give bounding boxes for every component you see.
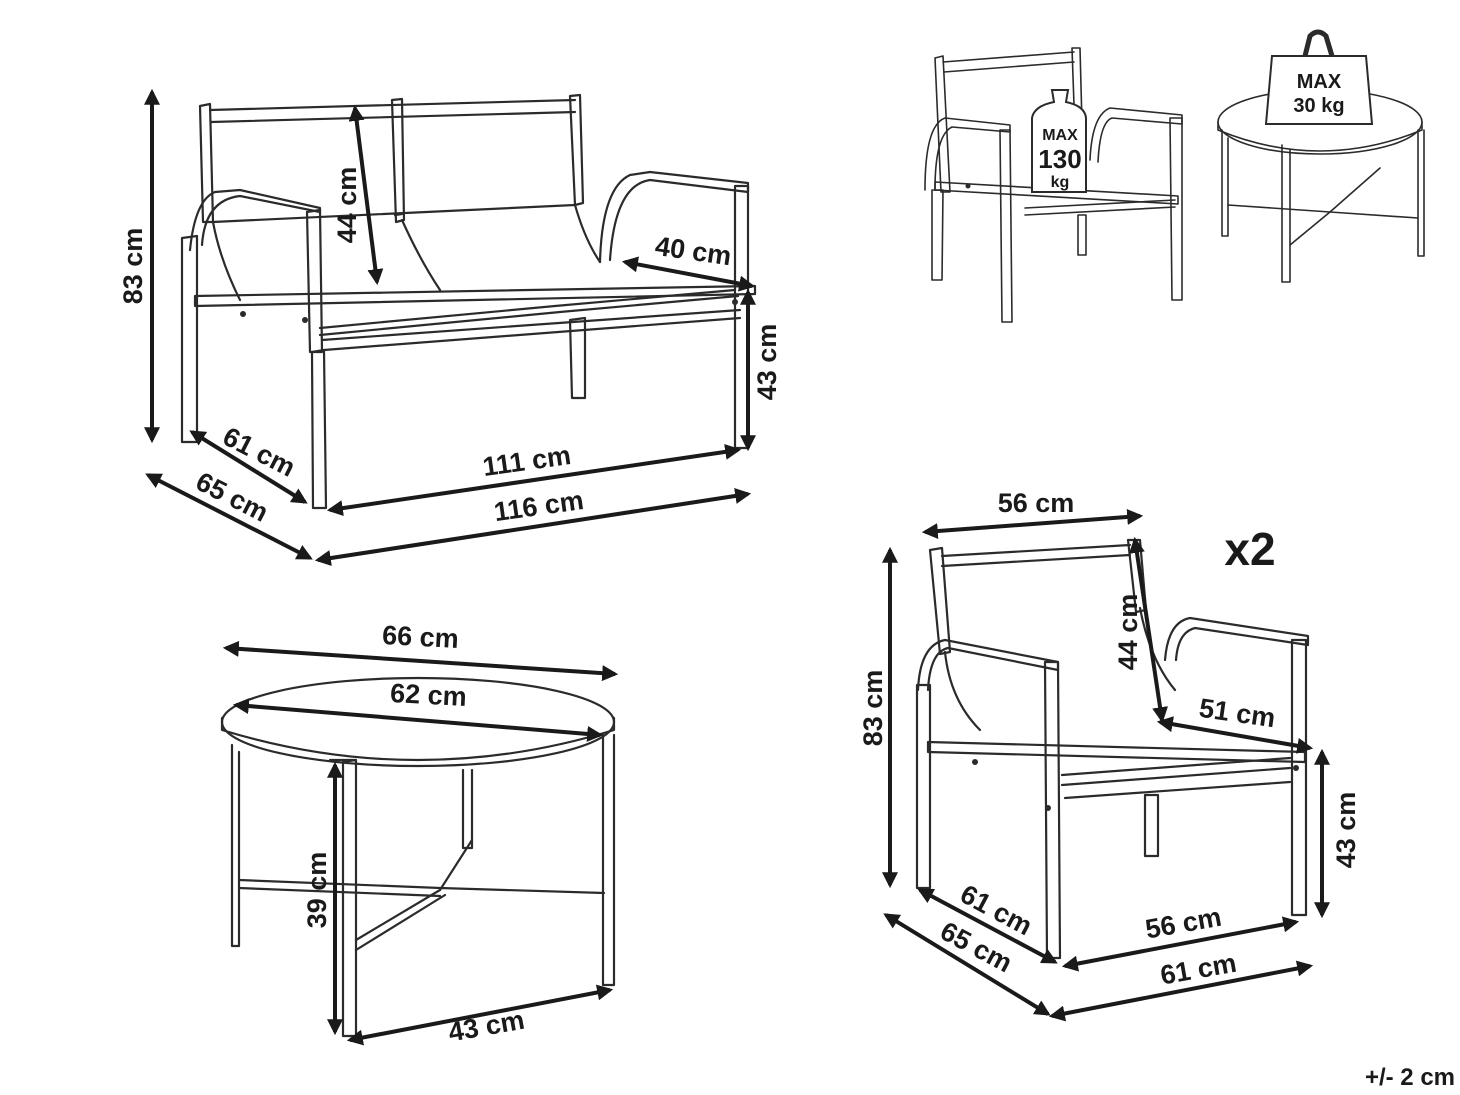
table-base-width-arrow <box>346 984 614 1046</box>
bench-seat-height-label: 43 cm <box>752 324 782 401</box>
chair-seat-depth-label: 51 cm <box>1197 693 1277 733</box>
chair-seat-height-label: 43 cm <box>1331 792 1361 869</box>
chair-load-line3: kg <box>1051 174 1070 191</box>
chair-height-label: 83 cm <box>858 670 888 747</box>
bench-back-height-arrow <box>348 104 384 286</box>
bench-seat-depth-label: 40 cm <box>653 231 733 271</box>
chair-inner-width-arrow <box>1061 916 1300 972</box>
small-table-drawing <box>1217 89 1425 283</box>
tolerance-note: +/- 2 cm <box>1365 1064 1455 1091</box>
chair-seat-depth-arrow <box>1156 716 1314 754</box>
chair-top-width-label: 56 cm <box>998 488 1075 518</box>
table-base-width-label: 43 cm <box>446 1005 527 1048</box>
bench-height-label: 83 cm <box>118 228 148 305</box>
table-load-line2: 30 kg <box>1293 95 1344 117</box>
table-outer-diameter-label: 66 cm <box>381 620 459 654</box>
table-height-label: 39 cm <box>302 852 332 929</box>
bench-outer-depth-arrow <box>145 473 313 560</box>
table-dimensions: 66 cm 62 cm 39 cm 43 cm <box>222 620 619 1048</box>
chair-load-line2: 130 <box>1038 144 1081 174</box>
bench-outer-width-arrow <box>314 488 752 566</box>
chair-load-line1: MAX <box>1042 127 1078 144</box>
table-inner-diameter-arrow <box>232 698 604 742</box>
table-load-badge: MAX 30 kg <box>1264 29 1374 125</box>
bench-back-height-label: 44 cm <box>332 167 362 244</box>
chair-count-label: x2 <box>1224 523 1275 575</box>
bench-dimensions: 83 cm 44 cm 40 cm 43 cm 61 cm 65 cm 111 … <box>118 88 782 566</box>
chair-top-width-arrow <box>921 508 1144 540</box>
table-inner-diameter-label: 62 cm <box>389 678 467 712</box>
chair-back-height-label: 44 cm <box>1113 594 1143 671</box>
chair-load-badge: MAX 130 kg <box>1031 89 1087 193</box>
chair-outer-depth-arrow <box>883 913 1051 1016</box>
table-load-line1: MAX <box>1297 71 1342 93</box>
chair-back-height-arrow <box>1128 536 1169 724</box>
bench-seat-depth-arrow <box>621 256 756 292</box>
chair-outer-width-arrow <box>1048 960 1314 1022</box>
table-outer-diameter-arrow <box>222 640 619 682</box>
